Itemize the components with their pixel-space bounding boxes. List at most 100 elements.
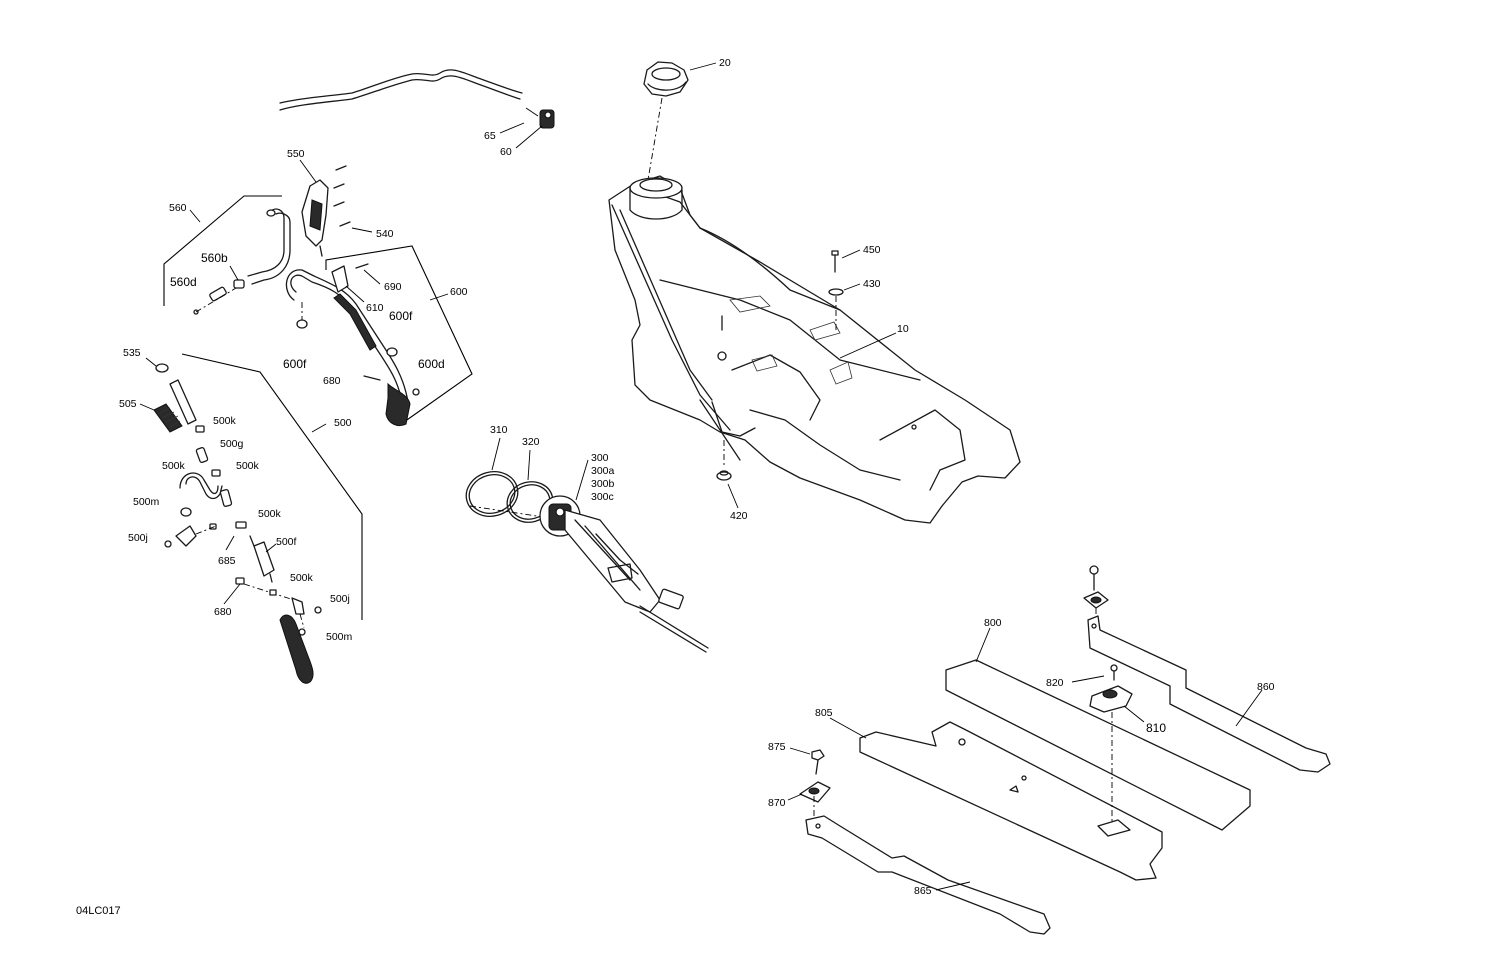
hose-fittings-500: [164, 425, 247, 548]
washer-430: [828, 288, 844, 296]
callout-600f-right: 600f: [389, 309, 413, 323]
callout-450: 450: [863, 244, 881, 256]
callout-500g: 500g: [220, 438, 244, 450]
callout-540: 540: [376, 228, 394, 240]
leader-550: [299, 159, 317, 183]
clamp-600f-b: [386, 347, 398, 357]
cap-535: [155, 363, 169, 373]
callout-500m-2: 500m: [326, 631, 353, 643]
callout-300c: 300c: [591, 491, 614, 503]
leader-500: [311, 423, 327, 433]
leader-10: [839, 332, 897, 359]
leader-820: [1071, 675, 1105, 683]
clip-870: [799, 781, 831, 818]
clamp-600f-a: [296, 319, 308, 329]
leader-310: [491, 437, 501, 471]
fuel-filter-500f: [249, 535, 275, 583]
plate-800: [945, 659, 1251, 831]
callout-500k-5: 500k: [290, 572, 314, 584]
callout-500j-2: 500j: [330, 593, 350, 605]
bracket-560: [163, 195, 282, 306]
leader-320: [527, 449, 531, 481]
callout-860: 860: [1257, 681, 1275, 693]
leader-540: [351, 227, 373, 233]
leader-875: [789, 747, 811, 755]
bracket-865: [805, 815, 1051, 935]
callout-805: 805: [815, 707, 833, 719]
lower-hose-500: [235, 577, 322, 684]
fastener-860: [1083, 565, 1109, 616]
leader-870: [787, 793, 803, 801]
vent-hose: [279, 69, 523, 111]
leader-65: [499, 122, 525, 134]
seal-ring-320: [506, 481, 554, 523]
fuel-pump-module: [539, 495, 709, 653]
callout-500m-1: 500m: [133, 496, 160, 508]
leader-420: [727, 483, 739, 509]
callout-300: 300: [591, 452, 609, 464]
nut-875: [811, 749, 825, 775]
leader-810: [1123, 705, 1145, 723]
screw-680-upper: [363, 375, 381, 381]
callout-820: 820: [1046, 677, 1064, 689]
leader-865: [935, 881, 971, 891]
callout-10: 10: [897, 323, 909, 335]
callout-600d: 600d: [418, 357, 445, 371]
clamp-560b: [233, 279, 245, 289]
callout-560d: 560d: [170, 275, 197, 289]
callout-60: 60: [500, 146, 512, 158]
cap-axis: [647, 97, 663, 181]
bracket-500: [181, 353, 363, 620]
leader-430: [843, 283, 861, 291]
callout-600: 600: [450, 286, 468, 298]
leader-690: [363, 269, 381, 285]
callout-560b: 560b: [201, 251, 228, 265]
connector-560d: [193, 286, 237, 315]
leader-60: [515, 125, 543, 149]
bracket-600: [325, 245, 473, 423]
leader-450: [841, 249, 861, 259]
leader-560b: [229, 265, 239, 281]
leader-560: [189, 209, 201, 223]
callout-420: 420: [730, 510, 748, 522]
callout-610: 610: [366, 302, 384, 314]
vent-valve: [525, 107, 555, 129]
fuel-cap: [643, 61, 689, 97]
callout-500k-2: 500k: [162, 460, 186, 472]
drawing-reference: 04LC017: [76, 905, 121, 917]
callout-300b: 300b: [591, 478, 615, 490]
callout-500k-1: 500k: [213, 415, 237, 427]
callout-865: 865: [914, 885, 932, 897]
callout-875: 875: [768, 741, 786, 753]
grommet-420: [716, 470, 732, 481]
leader-500f: [265, 543, 277, 553]
leader-610: [345, 285, 365, 303]
callout-680-upper: 680: [323, 375, 341, 387]
sleeve-500: [169, 379, 197, 425]
screws-540: [333, 165, 351, 227]
callout-500j-1: 500j: [128, 532, 148, 544]
callout-535: 535: [123, 347, 141, 359]
callout-500f: 500f: [276, 536, 297, 548]
spring-505: [153, 403, 183, 433]
leader-860: [1235, 689, 1263, 727]
callout-300a: 300a: [591, 465, 615, 477]
bolt-450: [831, 250, 839, 273]
callout-550: 550: [287, 148, 305, 160]
callout-690: 690: [384, 281, 402, 293]
leader-685: [225, 535, 235, 551]
leader-805: [829, 717, 867, 739]
leader-300: [575, 459, 589, 501]
hose-560: [247, 208, 291, 285]
callout-680-lower: 680: [214, 606, 232, 618]
fuel-tank: [608, 175, 1021, 524]
bolt-820: [1110, 664, 1118, 681]
bracket-clip-610: [331, 263, 369, 293]
leader-680-lower: [223, 583, 241, 605]
fitting-600d: [412, 388, 420, 396]
callout-505: 505: [119, 398, 137, 410]
callout-560: 560: [169, 202, 187, 214]
plate-805: [859, 721, 1163, 881]
leader-800: [975, 627, 991, 663]
